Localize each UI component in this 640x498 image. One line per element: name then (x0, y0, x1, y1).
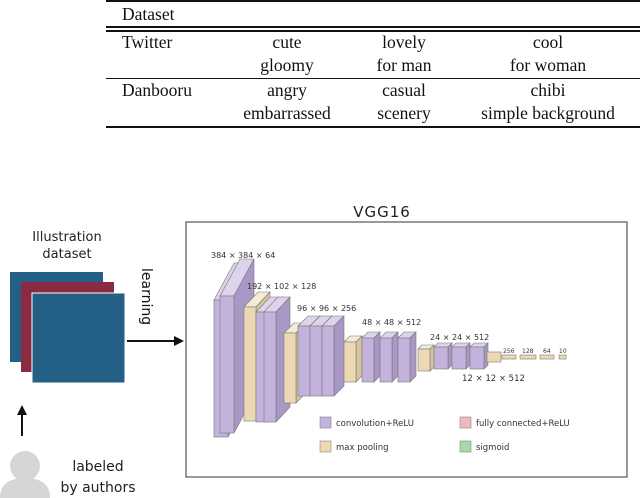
table-mid-rule (106, 78, 640, 79)
final-pool (486, 351, 502, 363)
legend-conv-label: convolution+ReLU (336, 419, 414, 429)
legend-fc-label: fully connected+ReLU (476, 419, 570, 429)
size-label-24: 24 × 24 × 512 (430, 333, 489, 342)
fc-256-label: 256 (503, 348, 515, 355)
dataset-stack (10, 272, 126, 384)
legend: convolution+ReLU fully connected+ReLU ma… (319, 416, 570, 453)
legend-swatch-sigmoid (459, 440, 472, 453)
legend-swatch-fc (459, 416, 472, 429)
cell-danbooru-c1a: angry (267, 80, 307, 100)
fc-10-bar (558, 354, 567, 360)
cell-danbooru-c1b: embarrassed (243, 103, 331, 123)
size-label-384: 384 × 384 × 64 (211, 251, 275, 260)
size-label-12: 12 × 12 × 512 (462, 374, 525, 384)
conv-block-4 (343, 331, 417, 383)
cell-twitter-c1a: cute (272, 32, 302, 52)
cell-twitter-c2b: for man (376, 55, 432, 75)
vgg16-title: VGG16 (353, 203, 411, 221)
legend-swatch-pool (319, 440, 332, 453)
fc-128-bar (519, 354, 537, 360)
cell-twitter-c1b: gloomy (260, 55, 314, 75)
conv-block-3 (283, 315, 345, 404)
legend-swatch-conv (319, 416, 332, 429)
author-avatar-icon (0, 451, 50, 498)
row-name-danbooru: Danbooru (122, 80, 192, 100)
conv-block-5 (417, 342, 489, 372)
size-label-48: 48 × 48 × 512 (362, 318, 421, 327)
cell-danbooru-c3b: simple background (481, 103, 615, 123)
fc-block (486, 351, 567, 363)
fc-256-bar (501, 354, 517, 360)
cell-danbooru-c3a: chibi (530, 80, 566, 100)
fc-64-label: 64 (543, 348, 551, 355)
cell-twitter-c3a: cool (532, 32, 564, 52)
learning-arrow (127, 336, 184, 346)
legend-sigmoid-label: sigmoid (476, 443, 509, 453)
labeled-line2: by authors (60, 480, 135, 496)
dataset-label-line1: Illustration (32, 230, 101, 245)
table-header-rule-1 (106, 26, 640, 28)
table-header: Dataset (122, 4, 175, 24)
up-arrow (17, 405, 27, 436)
table-top-rule (106, 0, 640, 2)
legend-pool-label: max pooling (336, 443, 389, 453)
size-label-96: 96 × 96 × 256 (297, 304, 356, 313)
fc-10-label: 10 (559, 348, 567, 355)
dataset-label-line2: dataset (42, 247, 91, 262)
cell-danbooru-c2b: scenery (377, 103, 431, 123)
dataset-card-front (31, 292, 126, 384)
table-header-rule-2 (106, 30, 640, 32)
labeled-line1: labeled (72, 459, 123, 475)
row-name-twitter: Twitter (122, 32, 173, 52)
conv-block-2 (243, 291, 291, 423)
size-label-192: 192 × 102 × 128 (247, 282, 316, 291)
cell-twitter-c3b: for woman (509, 55, 587, 75)
table-bottom-rule (106, 126, 640, 128)
cell-twitter-c2a: lovely (382, 32, 426, 52)
cell-danbooru-c2a: casual (382, 80, 426, 100)
fc-64-bar (539, 354, 555, 360)
fc-128-label: 128 (522, 348, 534, 355)
dataset-table: Dataset Twitter cute gloomy lovely for m… (106, 0, 640, 128)
learning-label: learning (138, 268, 154, 325)
